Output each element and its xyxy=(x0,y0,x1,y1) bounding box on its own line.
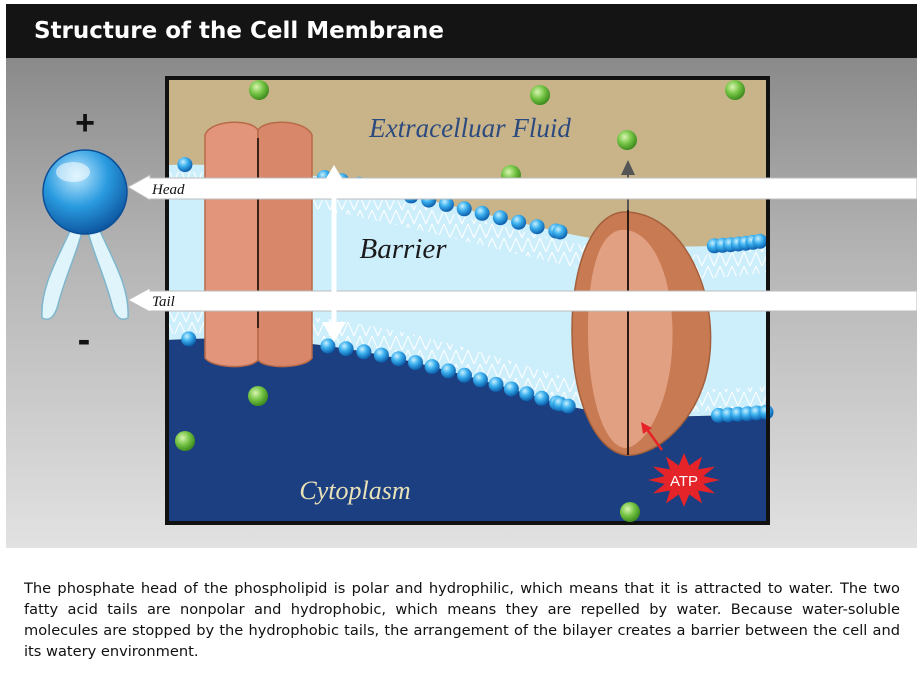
molecule xyxy=(617,130,637,150)
phosphate-head-icon xyxy=(43,150,127,234)
phosphate-head-dot xyxy=(320,339,335,354)
fatty-acid-tail xyxy=(88,222,128,319)
channel-protein xyxy=(205,122,312,366)
phosphate-head-dot xyxy=(561,399,576,414)
caption-area: The phosphate head of the phospholipid i… xyxy=(0,548,917,692)
phosphate-head-dot xyxy=(339,341,354,356)
molecule xyxy=(620,502,640,522)
molecule xyxy=(725,80,745,100)
head-label: Head xyxy=(151,182,185,198)
molecule xyxy=(175,431,195,451)
phosphate-head-dot xyxy=(530,219,545,234)
phosphate-head-dot xyxy=(181,331,196,346)
plus-sign: + xyxy=(75,104,95,142)
molecule xyxy=(530,85,550,105)
phosphate-head-dot xyxy=(391,351,406,366)
phosphate-head-dot xyxy=(356,344,371,359)
phosphate-head-dot xyxy=(475,206,490,221)
molecule xyxy=(249,80,269,100)
phosphate-head-dot xyxy=(425,359,440,374)
tail-label: Tail xyxy=(152,294,175,310)
molecule xyxy=(248,386,268,406)
phosphate-head-dot xyxy=(489,377,504,392)
minus-sign: - xyxy=(78,319,91,361)
phosphate-head-dot xyxy=(441,363,456,378)
tail-pointer-arrow: Tail xyxy=(128,288,917,312)
cytoplasm-label: Cytoplasm xyxy=(299,476,410,505)
phosphate-head-dot xyxy=(511,215,526,230)
extracellular-label: Extracelluar Fluid xyxy=(368,113,571,143)
phosphate-head-dot xyxy=(457,201,472,216)
phosphate-head-dot xyxy=(504,382,519,397)
head-pointer-arrow: Head xyxy=(128,175,917,200)
fatty-acid-tail xyxy=(42,222,82,319)
phosphate-head-dot xyxy=(374,348,389,363)
phosphate-head-dot xyxy=(534,391,549,406)
phosphate-head-dot xyxy=(408,355,423,370)
phosphate-head-dot xyxy=(519,386,534,401)
phosphate-head-dot xyxy=(177,157,192,172)
phosphate-head-dot xyxy=(457,368,472,383)
phospholipid-model: + - xyxy=(42,104,128,361)
phosphate-head-dot xyxy=(752,234,767,249)
barrier-label: Barrier xyxy=(360,233,448,265)
phosphate-head-dot xyxy=(493,210,508,225)
caption-text: The phosphate head of the phospholipid i… xyxy=(24,578,900,662)
phosphate-head-dot xyxy=(553,225,568,240)
phosphate-head-dot xyxy=(473,372,488,387)
atp-label: ATP xyxy=(670,473,698,490)
